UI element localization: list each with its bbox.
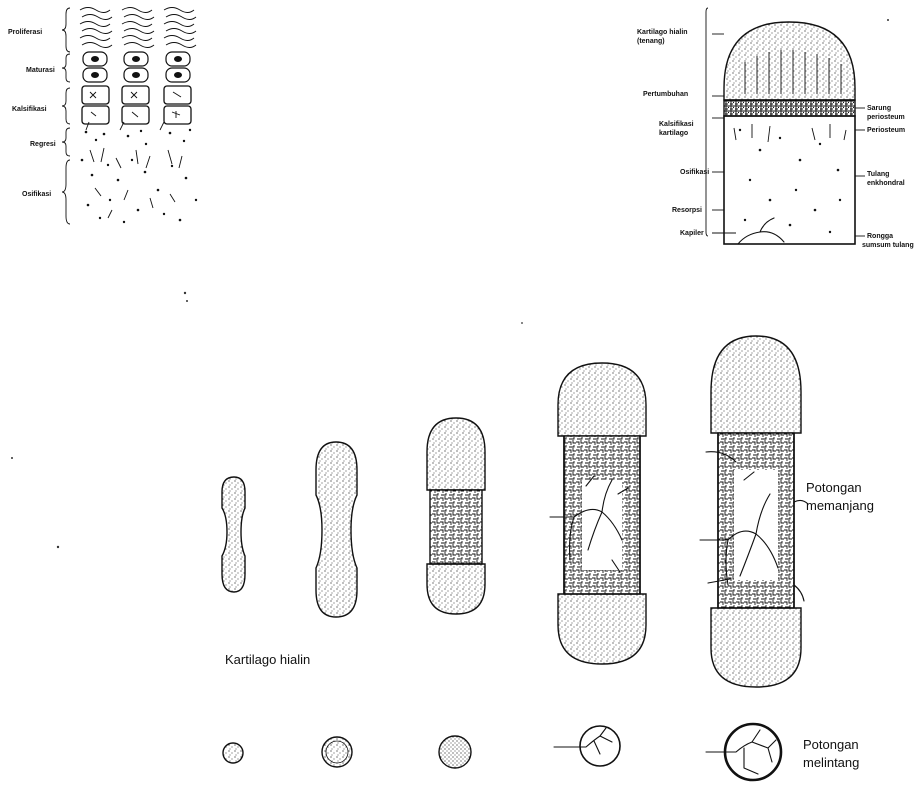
bone-model-stage-2 <box>316 442 357 617</box>
label-marrow-cavity-2: sumsum tulang <box>862 242 914 249</box>
label-cross-section-1: Potongan <box>803 737 859 752</box>
bone-model-stage-5 <box>700 336 808 687</box>
label-endochondral-bone-2: enkhondral <box>867 180 905 187</box>
growth-plate-inset: Proliferasi Maturasi Kalsifikasi Regresi… <box>8 8 197 225</box>
zone-label-ossification: Osifikasi <box>22 191 51 198</box>
cross-section-stage-3 <box>439 736 471 768</box>
label-marrow-cavity: Rongga <box>867 233 893 240</box>
bone-model-stage-1 <box>222 477 245 592</box>
bone-model-stage-3 <box>427 418 485 614</box>
epiphyseal-plate-inset: Kartilago hialin (tenang) Pertumbuhan Ka… <box>637 8 914 249</box>
cross-section-stage-4 <box>554 726 620 766</box>
zone-label-regression: Regresi <box>30 141 56 148</box>
cross-section-stage-1 <box>223 743 243 763</box>
longitudinal-sections <box>222 336 808 687</box>
label-periosteum: Periosteum <box>867 127 905 134</box>
label-periosteal-sheath: Sarung <box>867 105 891 112</box>
label-calcification: Kalsifikasi <box>659 121 694 128</box>
label-periosteal-sheath-2: periosteum <box>867 114 905 121</box>
cross-section-stage-5 <box>706 724 781 780</box>
zone-label-calcification: Kalsifikasi <box>12 106 47 113</box>
cartilage-columns-illustration <box>80 8 197 224</box>
cross-section-stage-2 <box>322 737 352 767</box>
zone-label-proliferation: Proliferasi <box>8 29 42 36</box>
label-cartilage: kartilago <box>659 130 688 137</box>
calcified-cartilage-band <box>724 100 855 116</box>
zone-label-maturation: Maturasi <box>26 67 55 74</box>
bone-trabeculae-dots <box>739 129 841 233</box>
capillary <box>738 218 784 244</box>
bone-model-stage-4 <box>550 363 646 664</box>
label-growth: Pertumbuhan <box>643 91 688 98</box>
cross-sections <box>223 724 781 780</box>
label-resorption: Resorpsi <box>672 207 702 214</box>
label-ossification: Osifikasi <box>680 169 709 176</box>
label-longitudinal-section-1: Potongan <box>806 480 862 495</box>
label-resting: (tenang) <box>637 38 665 45</box>
label-capillary: Kapiler <box>680 230 704 237</box>
label-longitudinal-section-2: memanjang <box>806 498 874 513</box>
label-cross-section-2: melintang <box>803 755 859 770</box>
label-hyaline-cartilage: Kartilago hialin <box>225 652 310 667</box>
label-hyaline-cartilage-resting: Kartilago hialin <box>637 29 688 36</box>
zone-braces <box>62 8 70 224</box>
resting-cartilage-cap <box>724 22 855 100</box>
label-endochondral-bone: Tulang <box>867 171 889 178</box>
